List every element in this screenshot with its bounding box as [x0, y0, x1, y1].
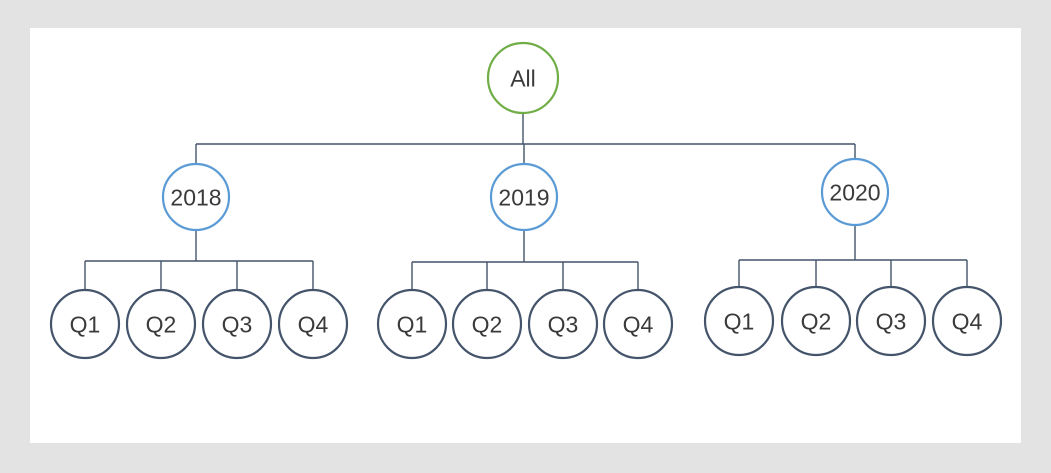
- node-y2018[interactable]: [161, 162, 231, 232]
- node-q1-2018[interactable]: [49, 288, 121, 360]
- node-y2019[interactable]: [489, 162, 559, 232]
- node-q1-2019[interactable]: [376, 288, 448, 360]
- node-q2-2020[interactable]: [780, 285, 852, 357]
- node-q4-2018[interactable]: [277, 288, 349, 360]
- node-q1-2020[interactable]: [703, 285, 775, 357]
- node-q4-2020[interactable]: [931, 285, 1003, 357]
- node-q2-2018[interactable]: [125, 288, 197, 360]
- node-q3-2018[interactable]: [201, 288, 273, 360]
- node-q4-2019[interactable]: [602, 288, 674, 360]
- node-q3-2019[interactable]: [527, 288, 599, 360]
- node-q2-2019[interactable]: [451, 288, 523, 360]
- node-y2020[interactable]: [820, 157, 890, 227]
- node-all[interactable]: [486, 41, 560, 115]
- connector-lines: [84, 113, 968, 290]
- node-q3-2020[interactable]: [855, 285, 927, 357]
